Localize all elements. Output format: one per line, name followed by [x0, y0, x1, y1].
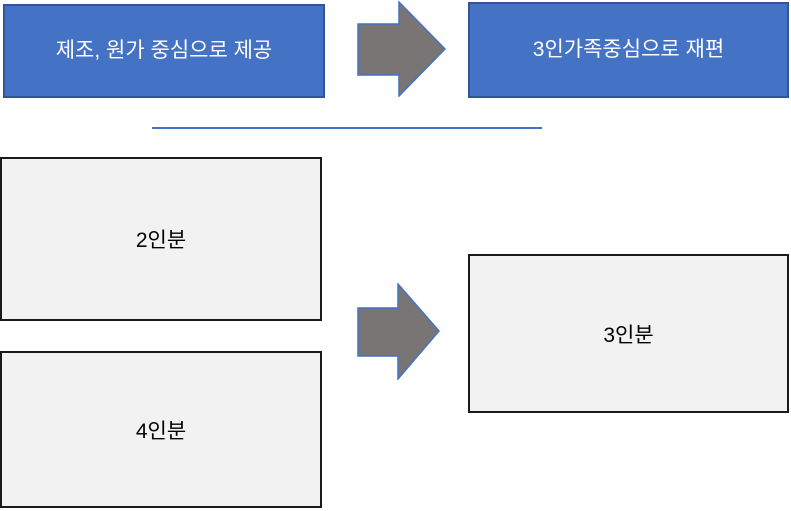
source-box-2-servings: 2인분 [0, 157, 322, 321]
before-state-box: 제조, 원가 중심으로 제공 [3, 4, 325, 98]
source-box-2-servings-label: 2인분 [135, 229, 187, 252]
before-state-label: 제조, 원가 중심으로 제공 [55, 39, 273, 63]
source-box-4-servings: 4인분 [0, 351, 322, 508]
result-box-3-servings-label: 3인분 [603, 323, 654, 347]
after-state-label: 3인가족중심으로 재편 [532, 38, 725, 62]
top-right-arrow-icon [357, 0, 447, 98]
divider-line [152, 127, 542, 129]
result-box-3-servings: 3인분 [468, 254, 789, 413]
middle-right-arrow-icon [357, 281, 441, 382]
after-state-box: 3인가족중심으로 재편 [468, 2, 789, 98]
source-box-4-servings-label: 4인분 [135, 419, 187, 443]
